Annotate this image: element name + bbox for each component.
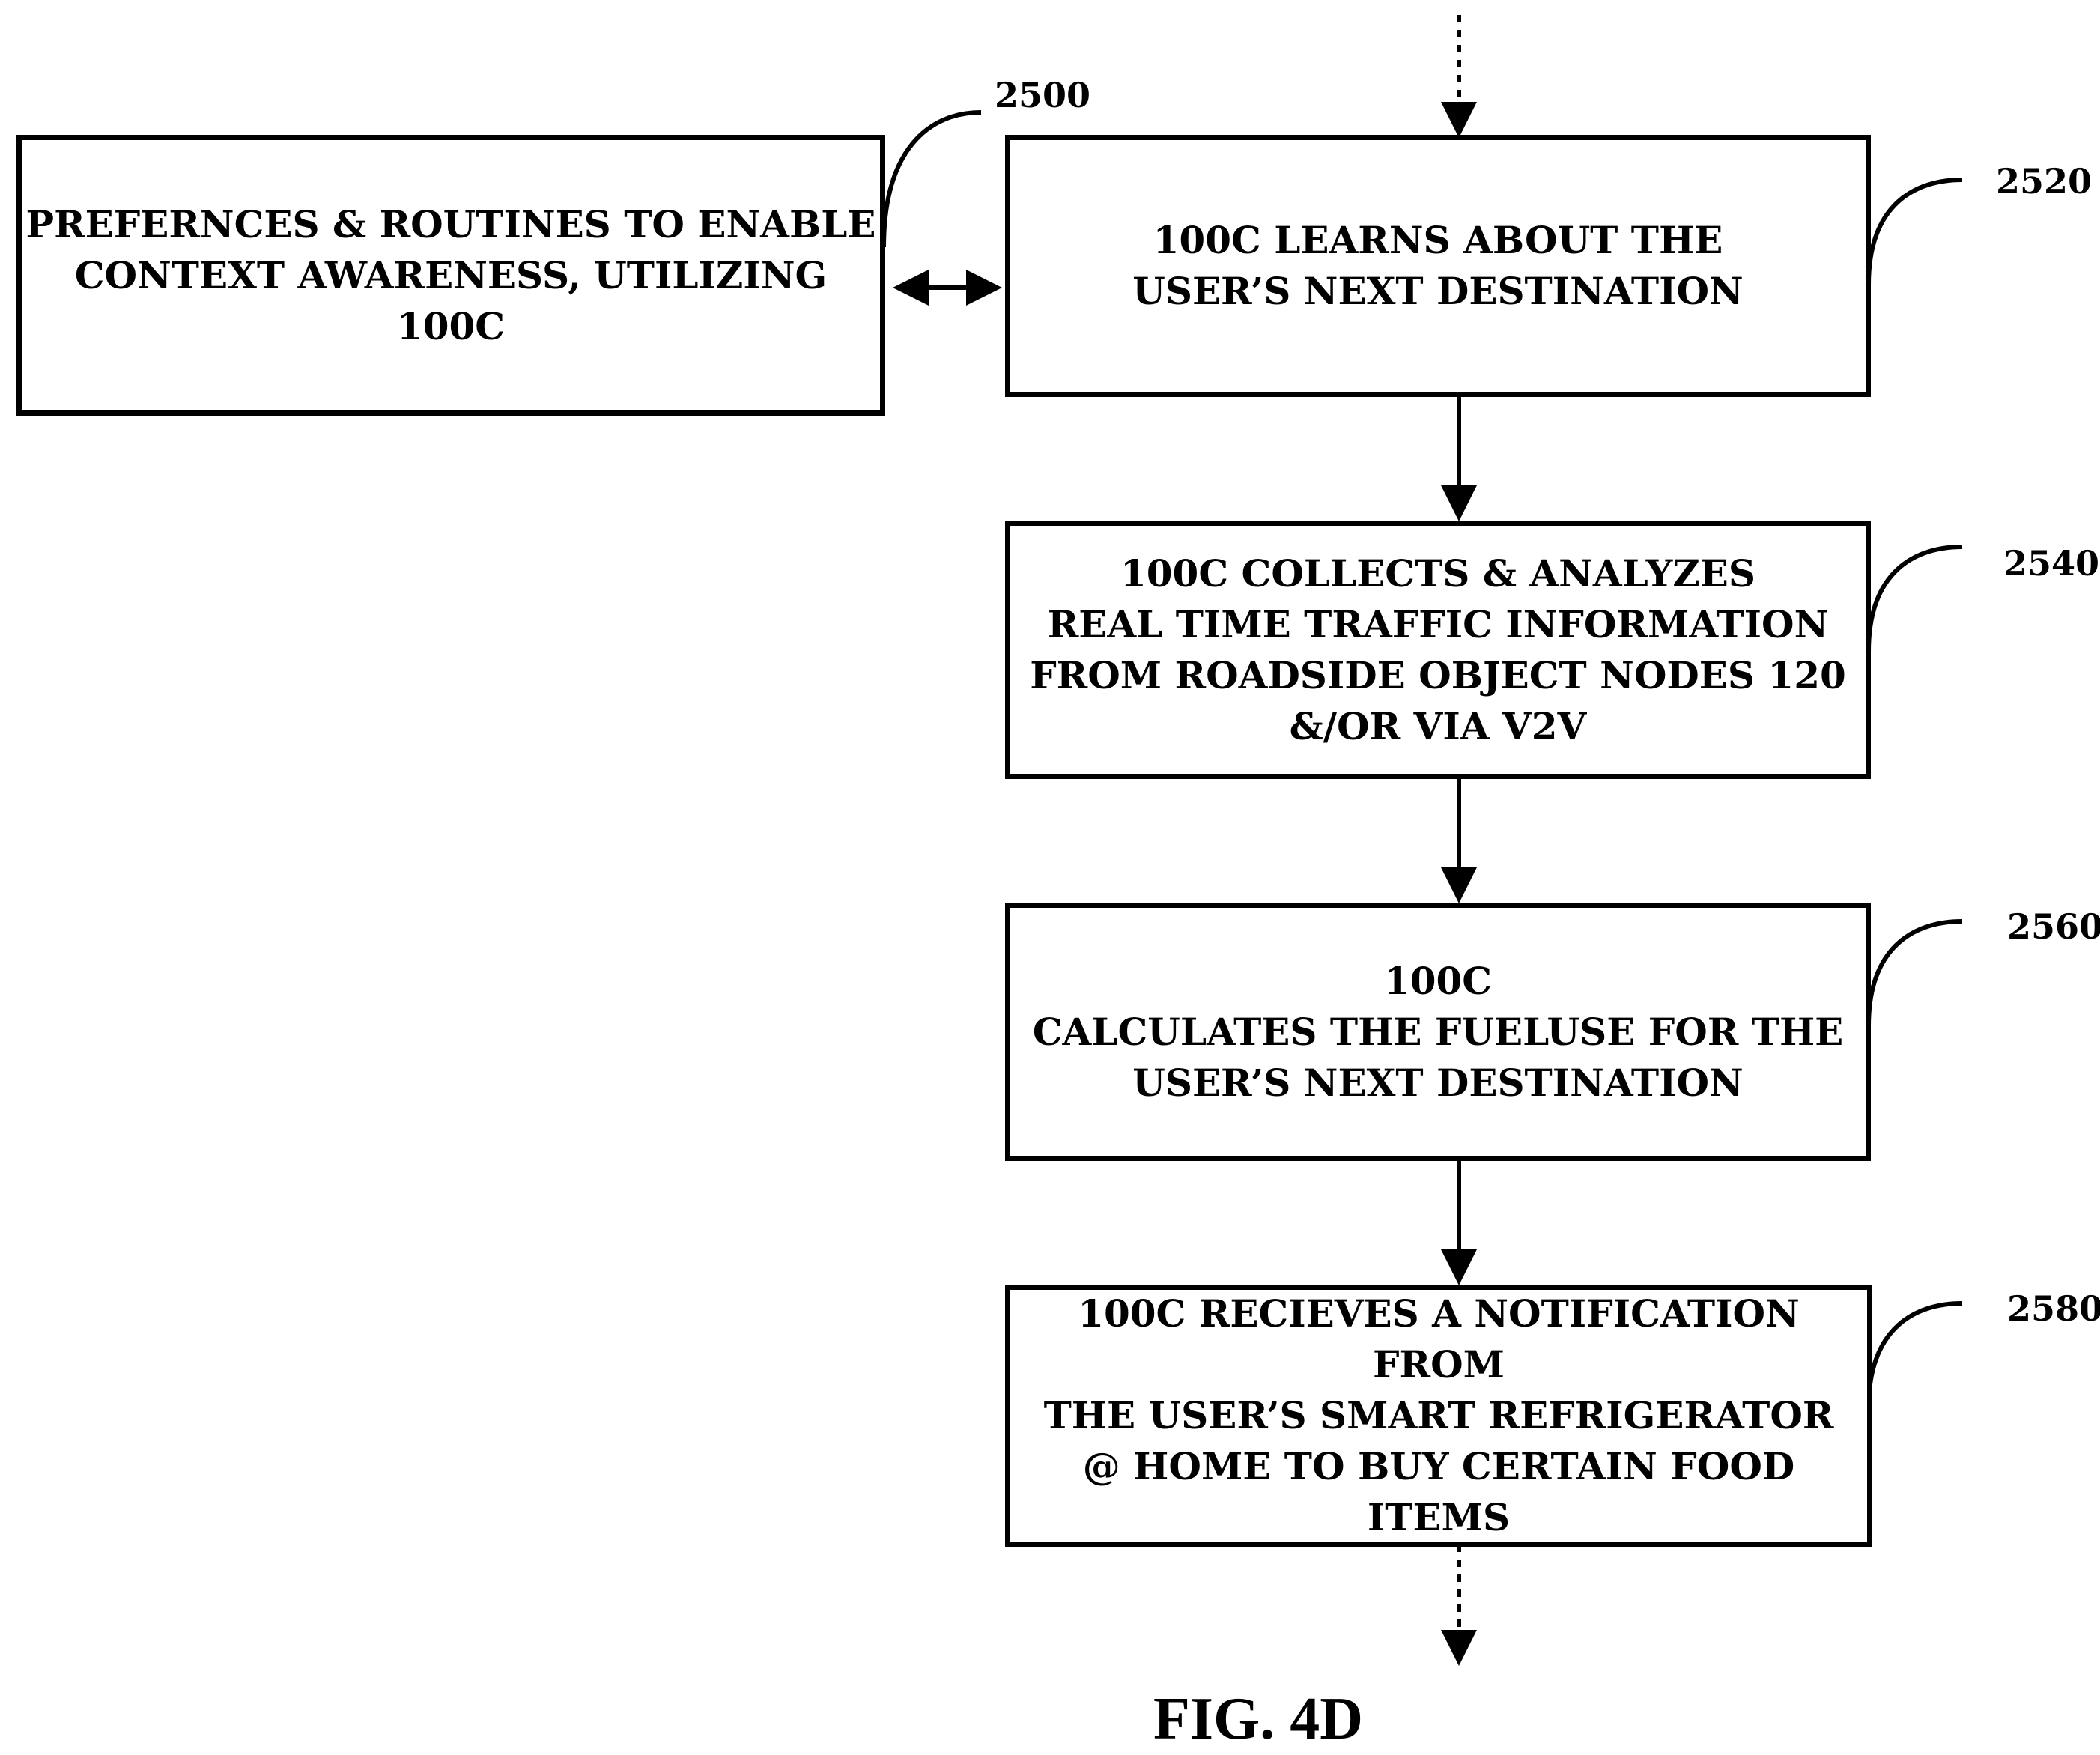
leader-2500 <box>884 112 981 247</box>
block-2540: 100C COLLECTS & ANALYZES REAL TIME TRAFF… <box>1005 521 1871 779</box>
block-2520-text: 100C LEARNS ABOUT THE USER’S NEXT DESTIN… <box>1132 215 1744 317</box>
block-2580: 100C RECIEVES A NOTIFICATION FROM THE US… <box>1005 1285 1872 1547</box>
leader-2560 <box>1869 921 1962 1026</box>
ref-2540: 2540 <box>2003 543 2099 584</box>
block-2580-text: 100C RECIEVES A NOTIFICATION FROM THE US… <box>1010 1288 1867 1543</box>
leader-2540 <box>1869 547 1962 652</box>
block-2560: 100C CALCULATES THE FUELUSE FOR THE USER… <box>1005 903 1871 1161</box>
ref-2500: 2500 <box>995 75 1090 115</box>
figure-label: FIG. 4D <box>974 1685 1543 1754</box>
ref-2560: 2560 <box>2007 906 2100 947</box>
leader-2520 <box>1869 180 1962 285</box>
block-2540-text: 100C COLLECTS & ANALYZES REAL TIME TRAFF… <box>1030 548 1846 752</box>
block-2500: PREFERNCES & ROUTINES TO ENABLE CONTEXT … <box>16 135 885 416</box>
block-2520: 100C LEARNS ABOUT THE USER’S NEXT DESTIN… <box>1005 135 1871 397</box>
ref-2520: 2520 <box>1996 161 2092 201</box>
leader-2580 <box>1869 1303 1962 1408</box>
block-2500-text: PREFERNCES & ROUTINES TO ENABLE CONTEXT … <box>25 199 875 352</box>
ref-2580: 2580 <box>2007 1288 2100 1329</box>
block-2560-text: 100C CALCULATES THE FUELUSE FOR THE USER… <box>1033 956 1844 1109</box>
